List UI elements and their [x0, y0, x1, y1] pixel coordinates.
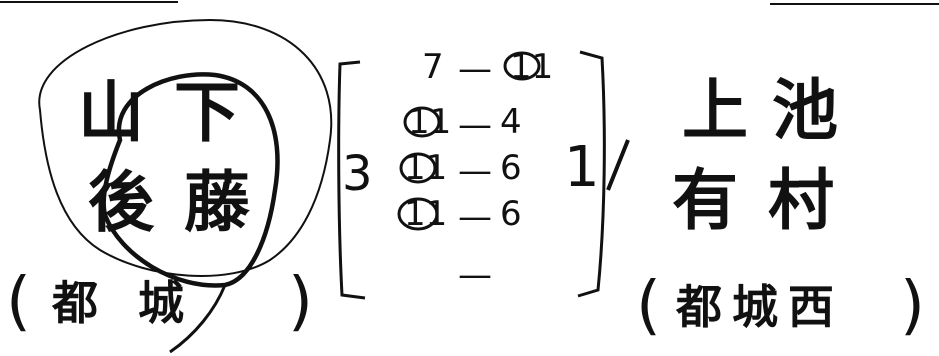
left-school-paren-close: )	[288, 265, 313, 339]
left-name-bottom: 後藤	[88, 164, 280, 241]
game-4-left: 11	[404, 194, 448, 234]
game-1-right: 11	[510, 47, 554, 87]
inner-circle-mark	[101, 72, 280, 288]
winner-circle-game-4	[397, 197, 439, 231]
right-name-bottom: 有村	[672, 162, 864, 239]
game-4-right: 6	[500, 194, 522, 234]
right-school-paren-open: (	[636, 269, 661, 343]
winner-circle-game-1	[503, 51, 541, 81]
winner-circle-game-2	[403, 106, 441, 138]
left-name-top: 山下	[78, 74, 270, 151]
right-school-name: 都城西	[676, 280, 844, 334]
game-3-left: 11	[404, 148, 448, 188]
game-5-dash: —	[458, 255, 492, 295]
game-4-dash: —	[458, 197, 492, 237]
left-school-name: 都城	[52, 276, 224, 330]
winner-circle-game-3	[399, 152, 437, 184]
game-2-left: 11	[408, 102, 452, 142]
game-2-dash: —	[458, 105, 492, 145]
game-3-dash: —	[458, 151, 492, 191]
game-1-dash: —	[458, 49, 492, 89]
right-name-top: 上池	[682, 72, 862, 149]
game-2-right: 4	[500, 102, 522, 142]
left-school-paren-open: (	[6, 265, 31, 339]
circle-tail-mark	[169, 284, 227, 354]
right-school-paren-close: )	[900, 269, 925, 343]
right-bracket	[577, 50, 606, 298]
game-3-right: 6	[500, 148, 522, 188]
outer-circle-mark	[38, 18, 333, 278]
left-total-score: 3	[342, 146, 373, 202]
left-bracket	[337, 60, 366, 300]
game-1-left: 7	[422, 47, 444, 87]
total-divider-slash	[606, 139, 630, 191]
right-total-score: 1	[564, 135, 600, 200]
